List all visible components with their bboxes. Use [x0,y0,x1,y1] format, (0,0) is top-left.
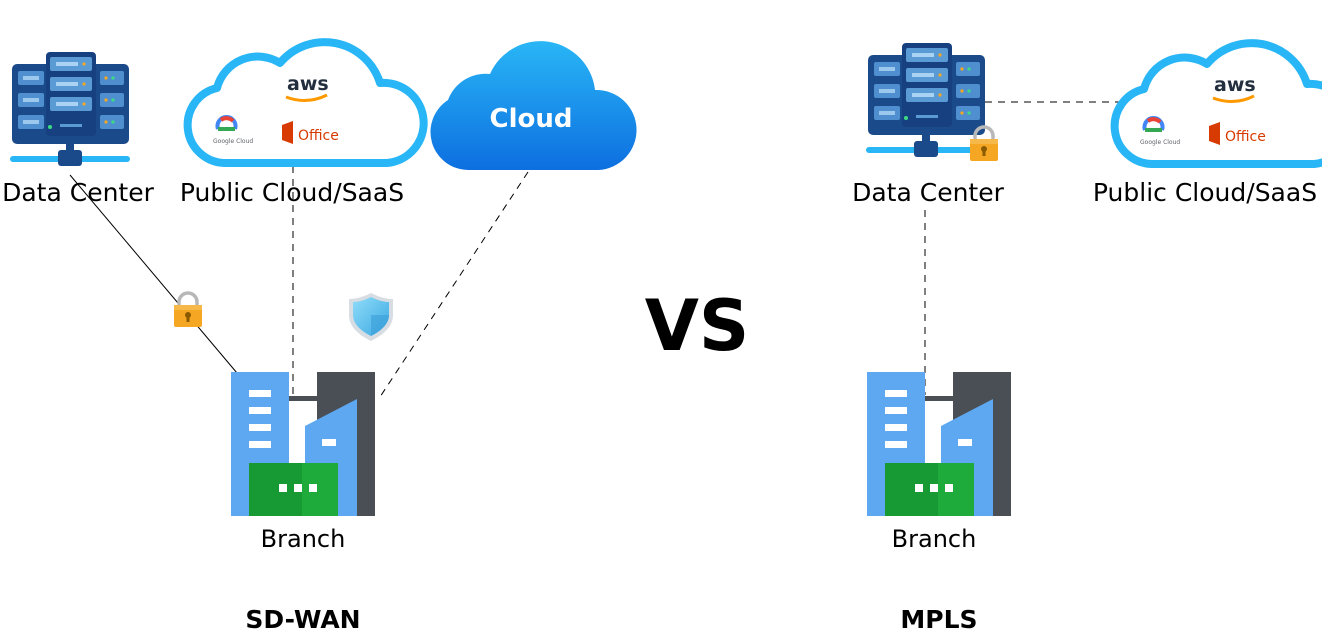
vs-label: VS [645,285,750,367]
server-rack-icon [866,43,986,157]
server-rack-icon [10,52,130,166]
google-cloud-logo: Google Cloud [1140,116,1180,146]
line-datacenter-to-branch [69,174,238,374]
aws-logo: aws [1214,74,1256,96]
sdwan-data-center-label: Data Center [2,178,155,207]
cloud-label: Cloud [490,104,573,134]
line-cloud-to-branch [377,171,529,401]
svg-text:Google Cloud: Google Cloud [213,138,253,145]
mpls-title: MPLS [900,605,977,634]
office-logo: Office [1209,122,1266,145]
mpls-public-cloud-label: Public Cloud/SaaS [1093,178,1317,207]
mpls-data-center-label: Data Center [852,178,1005,207]
svg-text:Google Cloud: Google Cloud [1140,139,1180,146]
mpls-branch-label: Branch [892,525,977,553]
cloud-icon: Cloud [430,41,637,171]
lock-icon [172,291,204,329]
google-cloud-logo: Google Cloud [213,115,253,145]
building-icon [867,372,1011,516]
svg-text:Office: Office [1225,129,1266,145]
saas-cloud-icon: aws Google Cloud Office [1115,43,1322,164]
svg-text:Office: Office [298,128,339,144]
sdwan-branch-label: Branch [261,525,346,553]
sdwan-title: SD-WAN [245,605,360,634]
saas-cloud-icon: aws Google Cloud Office [188,42,424,163]
office-logo: Office [282,121,339,144]
sdwan-public-cloud-label: Public Cloud/SaaS [180,178,404,207]
building-icon [231,372,375,516]
shield-icon [349,293,393,341]
aws-logo: aws [287,73,329,95]
